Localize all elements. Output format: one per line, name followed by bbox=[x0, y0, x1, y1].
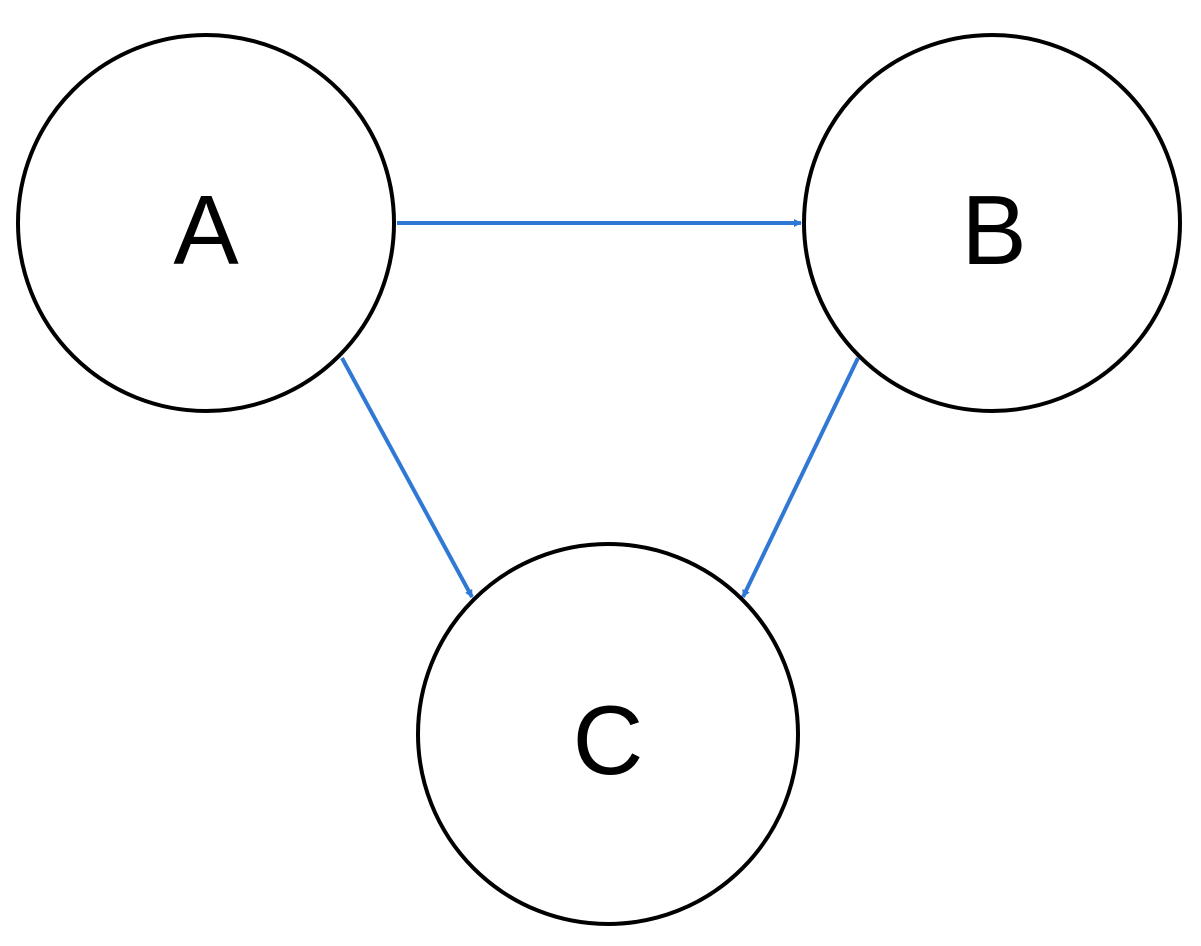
node-a-circle bbox=[16, 33, 396, 413]
nodes-layer: A B C bbox=[16, 33, 1182, 926]
node-a: A bbox=[16, 33, 396, 413]
node-b: B bbox=[802, 33, 1182, 413]
node-b-label: B bbox=[961, 175, 1026, 285]
edges-layer bbox=[340, 219, 860, 598]
node-b-circle bbox=[802, 33, 1182, 413]
node-c-label: C bbox=[573, 685, 644, 795]
edge-b-to-c-arrow bbox=[741, 357, 860, 598]
node-c: C bbox=[416, 542, 800, 926]
edge-a-to-c-arrow bbox=[340, 357, 474, 598]
node-c-circle bbox=[416, 542, 800, 926]
node-a-label: A bbox=[173, 175, 239, 285]
